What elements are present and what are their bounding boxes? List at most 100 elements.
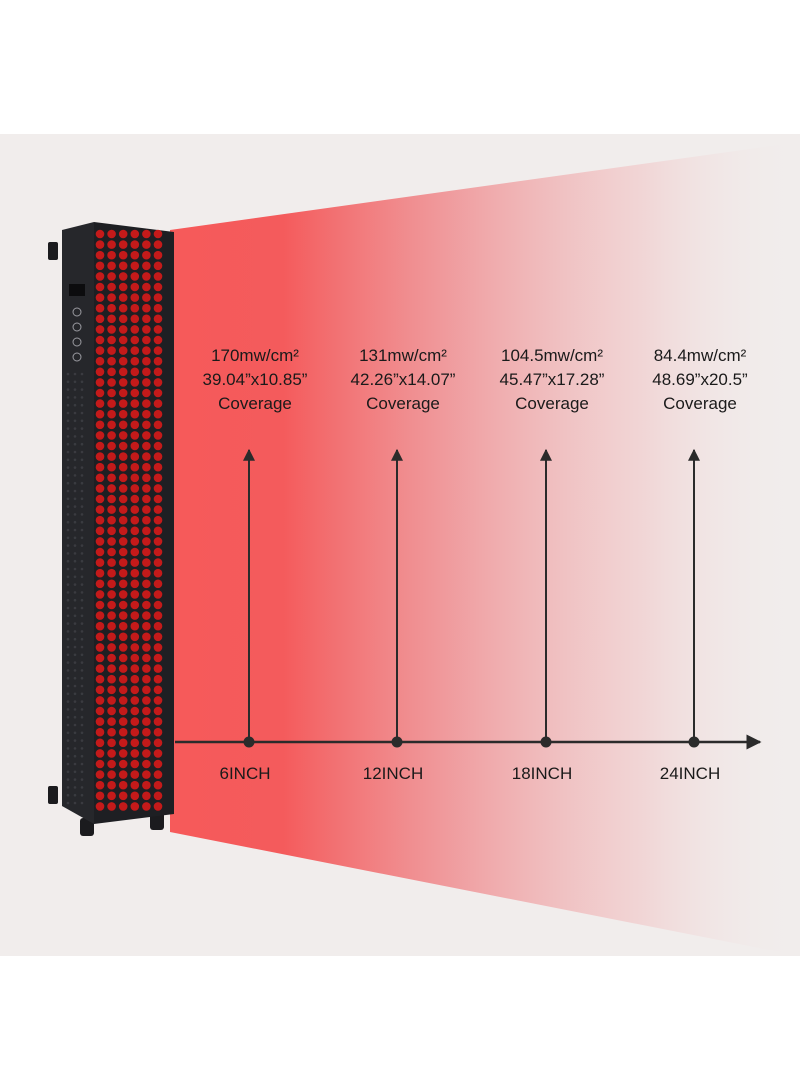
vent-hole [73, 403, 77, 407]
led-icon [118, 696, 128, 705]
brightness-button-icon[interactable] [72, 352, 82, 362]
vent-hole [66, 770, 70, 774]
led-icon [153, 664, 163, 673]
vent-hole [80, 723, 84, 727]
led-icon [118, 632, 128, 642]
led-icon [142, 568, 151, 578]
vent-hole [73, 700, 77, 703]
led-icon [142, 727, 151, 737]
led-icon [118, 473, 128, 483]
vent-hole [66, 497, 70, 501]
led-icon [95, 346, 105, 355]
vent-hole [66, 708, 70, 711]
led-icon [95, 293, 105, 302]
vent-hole [66, 747, 70, 750]
led-icon [130, 441, 140, 451]
vent-hole [73, 536, 77, 540]
led-icon [95, 314, 105, 324]
vent-hole [66, 583, 70, 586]
vent-hole [80, 442, 84, 446]
led-icon [153, 537, 163, 546]
led-icon [142, 420, 151, 430]
led-icon [153, 611, 163, 620]
led-icon [118, 282, 128, 292]
led-icon [153, 579, 163, 589]
vent-hole [66, 513, 70, 516]
led-icon [118, 452, 128, 461]
vent-hole [66, 575, 70, 579]
led-icon [95, 579, 105, 589]
led-icon [95, 452, 105, 461]
vent-hole [73, 786, 77, 789]
led-icon [95, 770, 105, 779]
led-icon [118, 494, 128, 504]
vent-hole [80, 630, 84, 633]
vent-hole [73, 388, 77, 391]
led-icon [118, 367, 128, 377]
led-icon [130, 590, 140, 599]
led-icon [107, 770, 116, 779]
led-icon [142, 526, 151, 536]
led-icon [142, 378, 151, 387]
led-icon [95, 643, 105, 652]
led-icon [130, 611, 140, 620]
vent-hole [73, 520, 77, 524]
vent-hole [66, 544, 70, 547]
timer-button-icon[interactable] [72, 337, 82, 347]
led-icon [153, 409, 163, 419]
led-icon [142, 441, 151, 451]
vent-hole [80, 396, 84, 399]
vent-hole [66, 403, 70, 407]
mode-button-icon[interactable] [72, 322, 82, 332]
led-icon [118, 706, 128, 716]
vent-hole [80, 505, 84, 508]
led-icon [107, 664, 116, 673]
distance-marker-dot [688, 736, 700, 748]
led-icon [153, 727, 163, 737]
led-icon [95, 780, 105, 790]
vent-hole [80, 497, 84, 501]
led-icon [95, 632, 105, 642]
led-icon [95, 674, 105, 684]
led-icon [142, 303, 151, 313]
led-icon [107, 526, 116, 536]
led-icon [153, 335, 163, 345]
led-icon [130, 802, 140, 811]
led-icon [142, 738, 151, 748]
led-icon [130, 303, 140, 313]
led-icon [107, 293, 116, 302]
led-icon [107, 558, 116, 567]
led-icon [142, 664, 151, 673]
led-icon [142, 356, 151, 366]
vent-hole [66, 591, 70, 594]
vent-hole [80, 466, 84, 469]
vent-hole [80, 567, 84, 571]
vent-hole [73, 793, 77, 797]
vent-hole [80, 513, 84, 516]
led-icon [107, 611, 116, 620]
led-icon [142, 579, 151, 589]
vent-hole [66, 637, 70, 641]
led-icon [107, 600, 116, 610]
led-icon [95, 325, 105, 334]
led-icon [107, 452, 116, 461]
vent-hole [80, 786, 84, 789]
distance-label: 12INCH [362, 764, 424, 783]
led-icon [142, 452, 151, 461]
vent-hole [80, 762, 84, 766]
vent-hole [73, 396, 77, 399]
led-icon [153, 473, 163, 483]
vent-hole [80, 591, 84, 594]
vent-hole [66, 442, 70, 446]
led-icon [118, 685, 128, 695]
led-icon [95, 261, 105, 271]
led-icon [153, 356, 163, 366]
vent-hole [73, 708, 77, 711]
power-button-icon[interactable] [72, 307, 82, 317]
led-icon [153, 505, 163, 514]
led-icon [142, 696, 151, 705]
led-icon [95, 600, 105, 610]
led-icon [95, 759, 105, 769]
vent-hole [80, 489, 84, 493]
distance-marker-dot [243, 736, 255, 748]
